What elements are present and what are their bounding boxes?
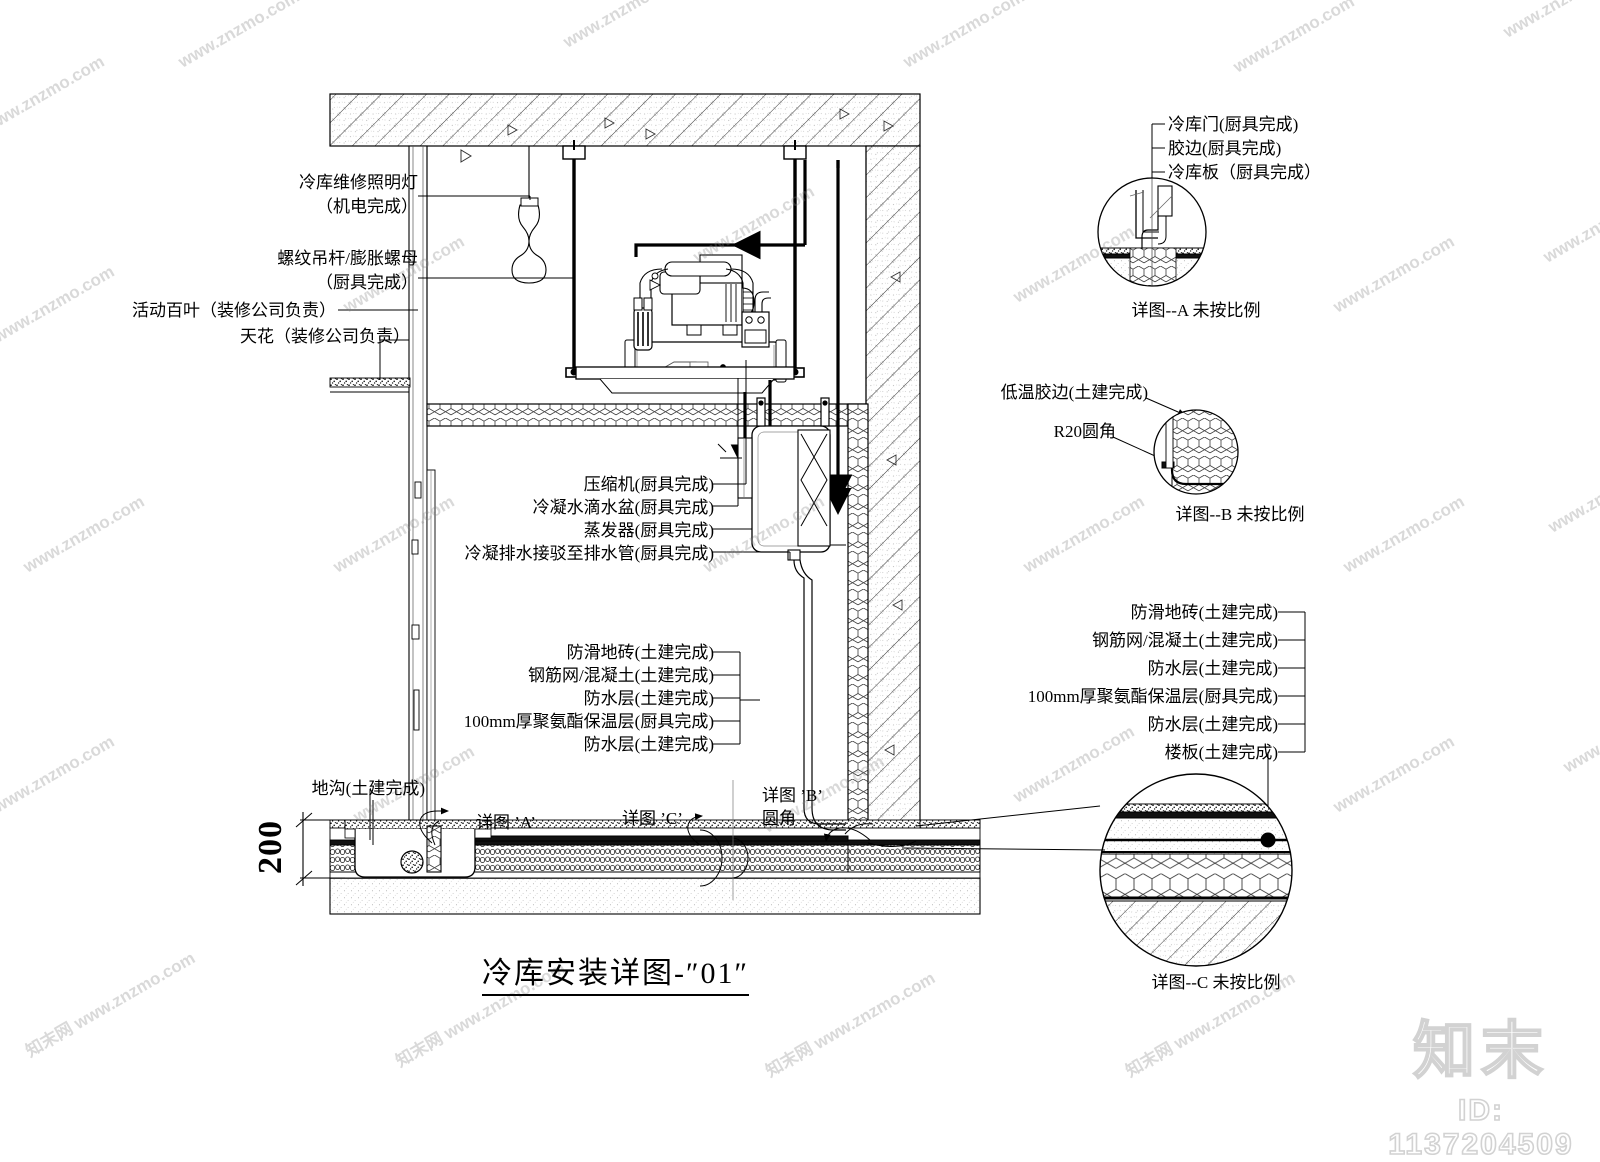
floor-trench: [344, 819, 492, 878]
detail-c-circle: [1099, 773, 1293, 967]
label-c-waterproof-lower: 防水层(土建完成): [1147, 715, 1278, 734]
label-c-floor-slab: 楼板(土建完成): [1164, 743, 1278, 762]
label-maintenance-light-line1: 冷库维修照明灯: [299, 173, 418, 192]
label-louver: 活动百叶（装修公司负责）: [132, 301, 336, 320]
caption-detail-c: 详图--C 未按比例: [1151, 973, 1281, 992]
callout-detail-b-line2: 圆角: [762, 809, 796, 828]
dimension-200: [295, 812, 345, 886]
door-threshold: [426, 825, 442, 873]
label-compressor: 压缩机(厨具完成): [583, 475, 714, 494]
label-c-waterproof-upper: 防水层(土建完成): [1147, 659, 1278, 678]
label-floor-waterproof-upper: 防水层(土建完成): [583, 689, 714, 708]
decor-ceiling-louver: [329, 377, 411, 393]
right-exterior-wall: [865, 145, 921, 863]
leader-lines-detail-c: [1267, 611, 1306, 845]
caption-detail-a: 详图--A 未按比例: [1131, 301, 1261, 320]
callout-detail-a: 详图 ’A’: [476, 813, 536, 832]
callout-detail-c: 详图 ’C’: [622, 809, 683, 828]
label-evaporator: 蒸发器(厨具完成): [583, 521, 714, 540]
label-decor-ceiling: 天花（装修公司负责）: [240, 327, 410, 346]
label-c-pu-insulation: 100mm厚聚氨酯保温层(厨具完成): [1027, 687, 1278, 706]
label-threaded-rod-line2: （厨具完成）: [316, 273, 418, 292]
label-floor-trench: 地沟(土建完成): [311, 779, 425, 798]
label-condensate-drain: 冷凝排水接驳至排水管(厨具完成): [464, 544, 714, 563]
callout-arrows: [419, 805, 1106, 851]
label-cold-room-door: 冷库门(厨具完成): [1168, 115, 1299, 134]
leader-lines-floor-left: [712, 651, 760, 745]
condensate-drain-pipe: [803, 666, 846, 831]
outside-floor: [919, 819, 981, 829]
label-cold-room-panel: 冷库板（厨具完成）: [1168, 163, 1321, 182]
label-c-anti-slip-tile: 防滑地砖(土建完成): [1130, 603, 1278, 622]
label-threaded-rod-line1: 螺纹吊杆/膨胀螺母: [277, 249, 418, 268]
drawing-title: 冷库安装详图-″01″: [482, 948, 749, 996]
evaporator-hangers: [756, 397, 830, 427]
callout-detail-b-line1: 详图 ’B’: [762, 786, 823, 805]
ceiling-slab: [329, 93, 921, 163]
maintenance-light: [511, 146, 547, 284]
evaporator-unit: [717, 425, 846, 668]
caption-detail-b: 详图--B 未按比例: [1175, 505, 1305, 524]
threaded-hanger-rods: [562, 140, 807, 378]
label-floor-anti-slip-tile: 防滑地砖(土建完成): [566, 643, 714, 662]
detail-b-circle: [1153, 409, 1239, 495]
label-c-rebar-concrete: 钢筋网/混凝土(土建完成): [1091, 631, 1278, 650]
label-floor-waterproof-lower: 防水层(土建完成): [583, 735, 714, 754]
label-floor-pu-insulation: 100mm厚聚氨酯保温层(厨具完成): [463, 712, 714, 731]
cold-room-ceiling-panel: [426, 403, 868, 427]
leader-lines-left: [338, 195, 574, 840]
detail-a-circle: [1097, 177, 1207, 287]
cad-geometry: [279, 93, 1306, 967]
section-arcs: [699, 829, 749, 887]
label-rubber-edge: 胶边(厨具完成): [1168, 139, 1282, 158]
machine-room-enclosure: [426, 146, 867, 404]
leader-lines-equipment: [712, 360, 791, 560]
reference-lines: [732, 780, 734, 900]
label-floor-rebar-concrete: 钢筋网/混凝土(土建完成): [527, 666, 714, 685]
dimension-200-text: 200: [252, 820, 289, 874]
cold-room-right-panel: [847, 403, 869, 850]
label-low-temp-sealant: 低温胶边(土建完成): [1000, 383, 1148, 402]
label-maintenance-light-line2: （机电完成）: [316, 197, 418, 216]
condensate-drip-pan: [575, 366, 795, 394]
label-condensate-pan: 冷凝水滴水盆(厨具完成): [532, 498, 714, 517]
louver-frame: [279, 186, 299, 386]
cold-room-floor-insulation: [429, 835, 849, 873]
label-r20-fillet: R20圆角: [1053, 422, 1116, 441]
